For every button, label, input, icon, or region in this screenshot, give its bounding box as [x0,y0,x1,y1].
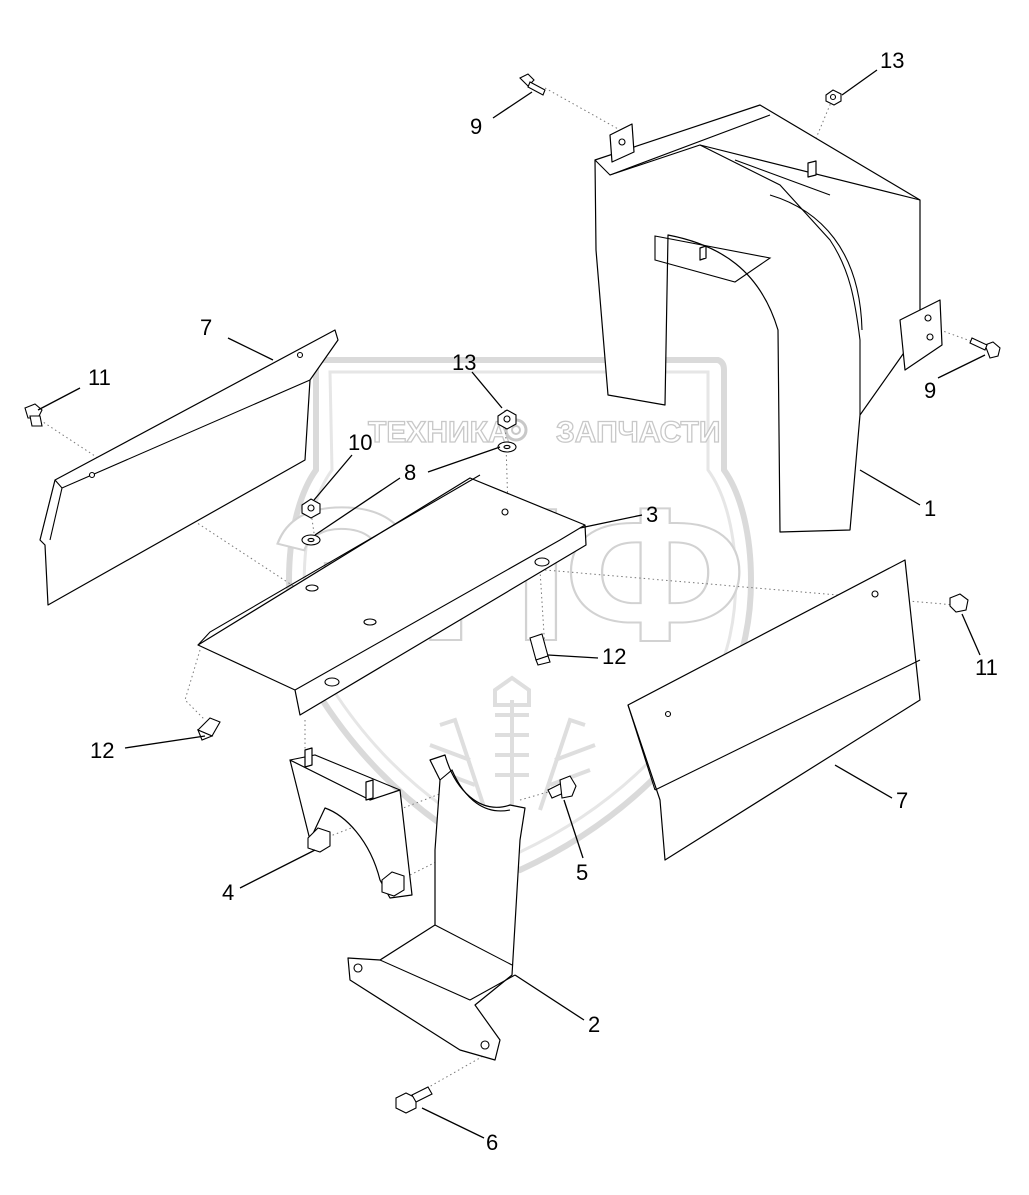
right-panel-bolt [949,593,969,613]
watermark-text-right: ЗАПЧАСТИ [556,416,720,449]
callout-11-left: 11 [88,365,111,390]
callout-10: 10 [348,430,372,455]
main-bracket [347,754,526,1061]
callout-8: 8 [404,460,416,485]
callout-13-center: 13 [452,350,476,375]
center-nut [497,409,517,430]
watermark-text-left: ТЕХНИКА [368,416,510,449]
hardware [24,73,1001,1114]
callout-9-top: 9 [470,114,482,139]
callout-9-right: 9 [924,378,936,403]
bottom-bolt [395,1086,433,1114]
callout-5: 5 [576,860,588,885]
callout-12-center: 12 [602,644,626,669]
nut-top-right [825,89,842,106]
callout-11-right: 11 [975,655,998,680]
left-clip [196,717,221,741]
callout-3: 3 [646,502,658,527]
bolt-right [969,337,1001,359]
stud-bolt [547,775,577,799]
callout-13-top: 13 [880,48,904,73]
left-side-panel [39,329,339,606]
left-panel-bolt [24,403,43,427]
small-bracket [289,747,413,899]
callout-7-left: 7 [200,315,212,340]
main-guard [594,104,943,533]
watermark-wheat-icon [429,675,596,820]
callout-1: 1 [924,496,936,521]
callout-12-left: 12 [90,738,114,763]
leader-lines [37,69,986,1139]
callout-2: 2 [588,1012,600,1037]
callout-4: 4 [222,880,234,905]
top-plate [197,474,587,716]
left-nut [301,498,321,519]
callout-7-right: 7 [896,788,908,813]
watermark-shield [286,357,754,874]
washers [301,441,517,546]
callout-6: 6 [486,1130,498,1155]
center-clip [529,633,551,666]
right-side-panel [627,559,921,861]
bolt-top-left [519,73,546,96]
callout-labels: 13 9 7 11 13 10 8 9 1 3 11 12 12 5 7 4 2… [88,48,998,1155]
